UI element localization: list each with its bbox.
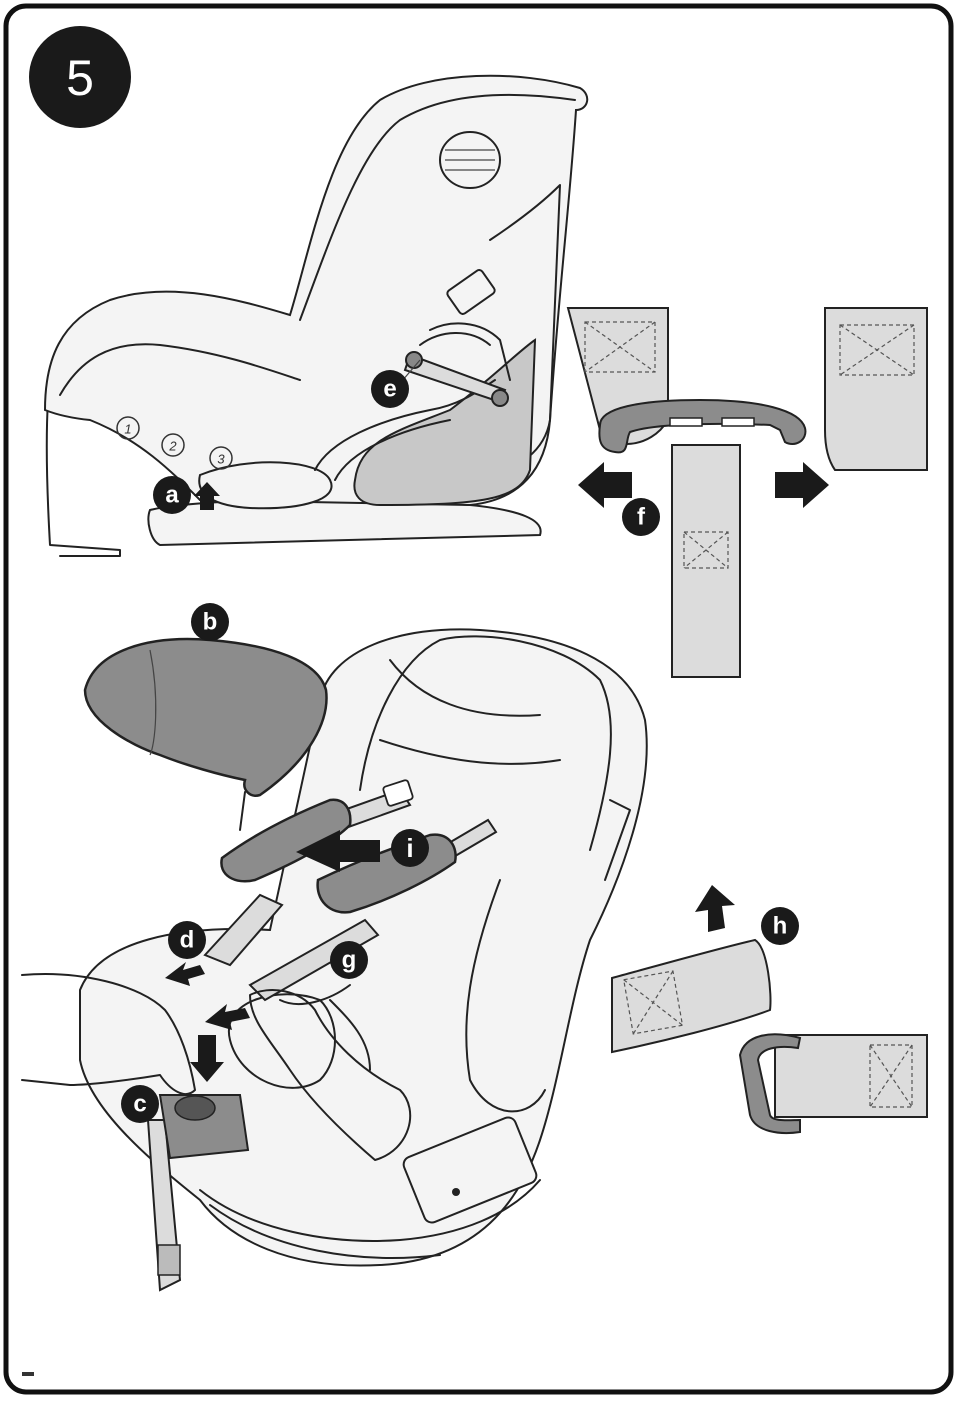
arrow-down-icon (190, 1035, 224, 1082)
callout-a-label: a (165, 482, 179, 509)
recline-markers: 1 2 3 (116, 416, 233, 470)
callout-i-label: i (406, 833, 413, 863)
callout-g-label: g (342, 947, 357, 974)
callout-b-label: b (203, 609, 218, 636)
step-number: 5 (66, 50, 94, 106)
callout-h-label: h (773, 913, 788, 940)
recline-position-1: 1 (124, 422, 131, 437)
strap-detail-f (566, 307, 928, 678)
callout-c: c (121, 1085, 159, 1123)
harness-clip (598, 398, 807, 454)
arrow-up-icon (194, 482, 220, 510)
callout-b: b (191, 603, 229, 641)
seat-side-view: 1 2 3 (43, 74, 589, 557)
arrow-left-icon (578, 462, 632, 508)
arrow-down-left-icon-2 (205, 1004, 250, 1030)
step-badge: 5 (29, 26, 131, 128)
callout-e-label: e (383, 376, 396, 403)
callout-h: h (761, 907, 799, 945)
callout-a: a (153, 476, 191, 514)
callout-e: e (371, 359, 421, 408)
corner-mark (22, 1372, 34, 1376)
callout-d-label: d (180, 927, 195, 954)
callout-i: i (391, 829, 429, 867)
seat-front-view (21, 628, 648, 1292)
recline-position-3: 3 (217, 452, 225, 467)
callout-d: d (168, 921, 206, 959)
strap-clip (738, 1033, 802, 1134)
callout-f: f (622, 498, 660, 536)
head-cushion (83, 637, 328, 831)
arrow-right-icon (775, 462, 829, 508)
arrow-up-h-icon (695, 885, 735, 932)
arrow-left-pad-icon (296, 830, 380, 872)
callout-c-label: c (133, 1091, 146, 1118)
recline-position-2: 2 (168, 439, 177, 454)
callout-g: g (330, 941, 368, 979)
arrow-down-left-icon (165, 962, 205, 986)
callout-f-label: f (637, 504, 646, 531)
strap-detail-h (611, 885, 928, 1134)
